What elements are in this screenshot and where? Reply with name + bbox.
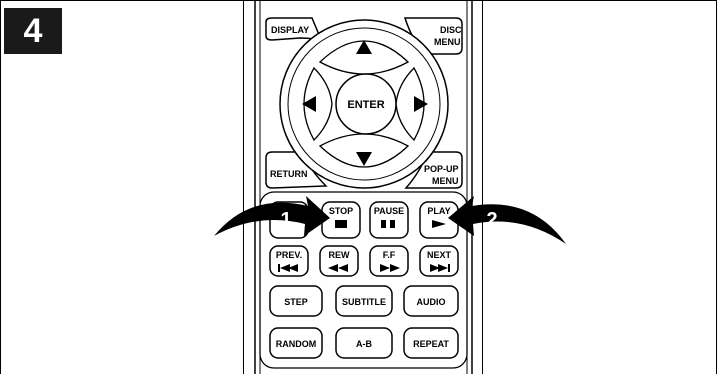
step-number-badge: 4 [4, 8, 62, 54]
left-divider [243, 0, 244, 374]
pause-button[interactable] [369, 201, 409, 239]
random-button[interactable] [269, 327, 323, 359]
up-arrow-icon [356, 40, 372, 54]
return-label: RETURN [270, 169, 308, 179]
pause-bars-icon-right [390, 220, 395, 228]
fast-forward-icon [380, 264, 400, 272]
step-label: STEP [284, 297, 308, 307]
audio-button[interactable] [403, 285, 459, 317]
pause-label: PAUSE [374, 206, 404, 216]
enter-label: ENTER [347, 99, 384, 111]
ab-label: A-B [356, 339, 372, 349]
callout-1-label: 1 [280, 209, 291, 231]
enter-button[interactable] [335, 73, 397, 135]
ab-button[interactable] [335, 327, 393, 359]
popup-menu-button[interactable] [404, 151, 463, 189]
callout-arrow-1 [214, 196, 330, 236]
panel-top-border [0, 0, 717, 1]
right-arrow-icon [414, 96, 428, 112]
left-arrow-icon [302, 96, 316, 112]
subtitle-label: SUBTITLE [342, 297, 386, 307]
display-label: DISPLAY [271, 25, 309, 35]
panel-left-border [0, 0, 1, 374]
callout-arrow-2 [448, 196, 566, 244]
dpad-up[interactable] [318, 40, 410, 75]
down-arrow-icon [356, 152, 372, 166]
play-triangle-icon [432, 220, 446, 228]
pause-bars-icon-left [381, 220, 386, 228]
popup-menu-label-1: POP-UP [424, 164, 459, 174]
audio-label: AUDIO [417, 297, 446, 307]
right-divider [482, 0, 483, 374]
callout-2-label: 2 [486, 209, 497, 231]
random-label: RANDOM [276, 339, 317, 349]
disc-menu-label-1: DISC [440, 25, 462, 35]
skip-back-icon [278, 264, 298, 272]
stop-label: STOP [329, 206, 353, 216]
dpad-down[interactable] [318, 133, 410, 168]
prev-label: PREV. [276, 250, 302, 260]
stop-square-icon [335, 220, 347, 228]
rewind-icon [328, 264, 348, 272]
dpad-left[interactable] [303, 66, 333, 142]
repeat-label: REPEAT [413, 339, 449, 349]
next-label: NEXT [427, 250, 452, 260]
ff-label: F.F [383, 250, 396, 260]
dpad-right[interactable] [395, 66, 425, 142]
rew-label: REW [329, 250, 351, 260]
play-label: PLAY [427, 206, 450, 216]
remote-body [254, 0, 473, 374]
skip-forward-icon [430, 264, 450, 272]
repeat-button[interactable] [403, 327, 459, 359]
subtitle-button[interactable] [335, 285, 393, 317]
popup-menu-label-2: MENU [432, 176, 459, 186]
lower-button-area [259, 191, 468, 369]
step-button[interactable] [269, 285, 323, 317]
disc-menu-label-2: MENU [434, 37, 461, 47]
